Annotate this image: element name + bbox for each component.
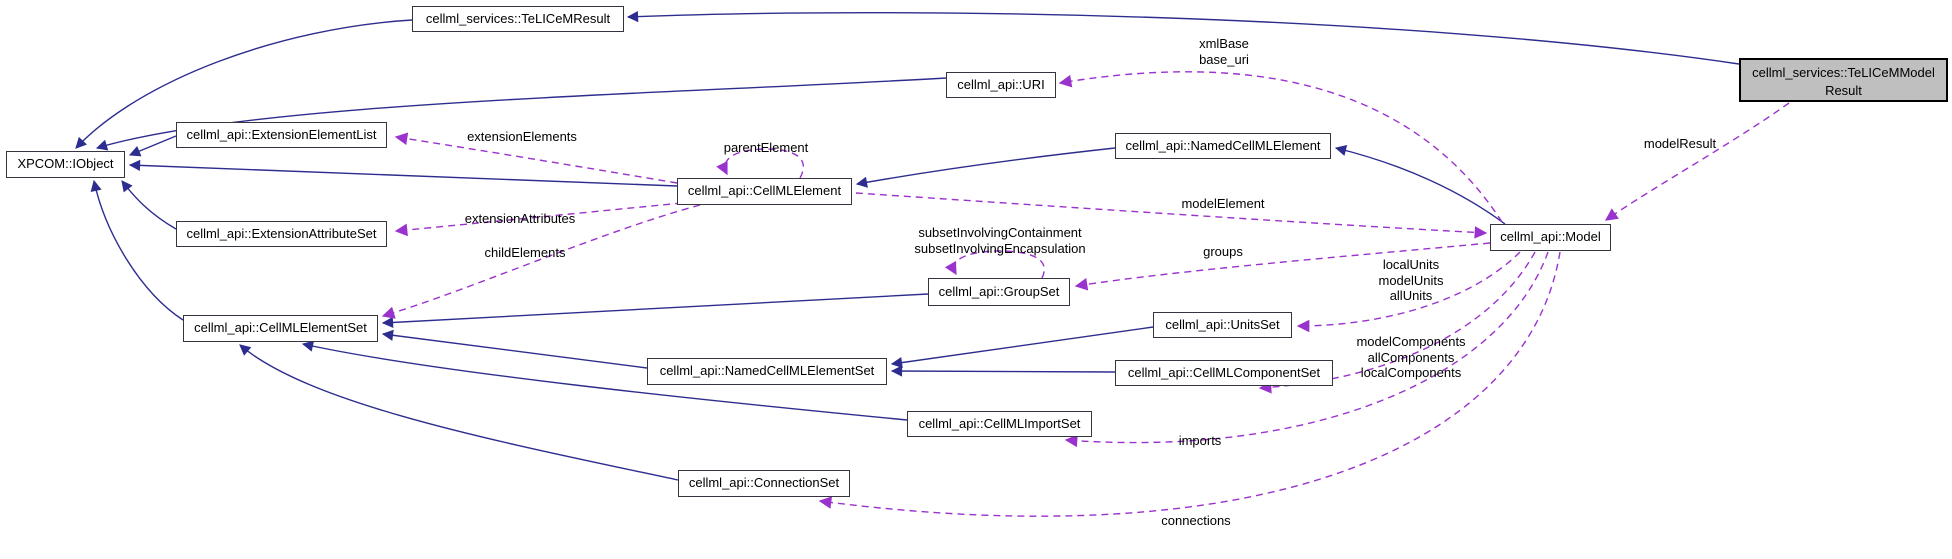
class-node-model[interactable]: cellml_api::Model <box>1490 224 1611 251</box>
edge-modelelement <box>855 192 1488 239</box>
edge-groupset-to-cellmlelementset <box>381 293 929 329</box>
edge-telicemresult-to-iobject <box>75 19 413 149</box>
edge-label-subset-encapsulation: subsetInvolvingEncapsulation <box>914 240 1086 256</box>
edge-label-baseuri: base_uri <box>1199 51 1249 67</box>
edge-label-xmlbase-baseuri: xmlBase base_uri <box>1199 36 1249 67</box>
edge-label-subset-involving: subsetInvolvingContainment subsetInvolvi… <box>914 225 1085 256</box>
edge-extensionattributeset-to-iobject <box>121 180 177 230</box>
class-node-cellml-element[interactable]: cellml_api::CellMLElement <box>677 178 852 205</box>
edge-label-child-elements: childElements <box>484 245 566 260</box>
edge-label-groups: groups <box>1203 244 1243 259</box>
class-node-telicem-result[interactable]: cellml_services::TeLICeMResult <box>412 6 624 32</box>
edge-childelements <box>381 204 701 319</box>
edge-imports <box>1064 251 1549 448</box>
edge-cellmlelement-to-iobject <box>128 159 678 187</box>
class-node-cellml-component-set[interactable]: cellml_api::CellMLComponentSet <box>1115 360 1333 386</box>
class-node-connection-set[interactable]: cellml_api::ConnectionSet <box>678 470 850 497</box>
class-node-telicem-model-result: cellml_services::TeLICeMModel Result <box>1739 58 1948 102</box>
edge-label-model-components: modelComponents <box>1356 334 1466 349</box>
edge-xmlbase-baseuri <box>1058 71 1503 223</box>
class-node-telicem-model-result-line1: cellml_services::TeLICeMModel <box>1752 65 1935 80</box>
edge-namedcellmlelement-to-cellmlelement <box>855 147 1116 188</box>
edge-parentelement-selfloop <box>716 148 805 179</box>
edge-label-imports: imports <box>1178 433 1222 448</box>
edge-namedcellmlelementset-to-cellmlelementset <box>381 329 648 369</box>
edge-modelresult <box>1604 102 1790 221</box>
edge-cellmlelementset-to-iobject <box>90 179 184 321</box>
edge-groups <box>1074 242 1491 291</box>
class-node-extension-attribute-set[interactable]: cellml_api::ExtensionAttributeSet <box>176 221 387 247</box>
edge-extensionattributes <box>394 202 683 237</box>
class-node-iobject[interactable]: XPCOM::IObject <box>6 151 125 178</box>
edge-connections <box>818 251 1561 517</box>
class-node-telicem-model-result-line2: Result <box>1825 83 1862 98</box>
class-node-cellml-import-set[interactable]: cellml_api::CellMLImportSet <box>907 411 1092 437</box>
edge-label-model-units: modelUnits <box>1378 272 1444 288</box>
edge-subsetinvolving-selfloop <box>944 250 1045 279</box>
edge-label-components: modelComponents allComponents localCompo… <box>1356 334 1465 381</box>
edge-label-all-components: allComponents <box>1367 349 1455 365</box>
edge-label-connections: connections <box>1161 513 1231 528</box>
edge-cellmlcomponentset-to-namedcellmlelementset <box>890 365 1116 377</box>
edge-unitsset-to-namedcellmlelementset <box>890 326 1154 369</box>
edge-cellmlimportset-to-cellmlelementset <box>301 340 908 421</box>
edge-localunits <box>1296 251 1521 333</box>
edge-extensionelementlist-to-iobject <box>128 135 177 157</box>
class-node-units-set[interactable]: cellml_api::UnitsSet <box>1153 312 1292 338</box>
edge-label-extension-elements: extensionElements <box>467 129 577 144</box>
edge-label-model-result: modelResult <box>1643 136 1717 151</box>
edge-label-parent-element: parentElement <box>723 140 809 155</box>
edge-label-xmlbase: xmlBase <box>1199 36 1249 51</box>
class-node-uri[interactable]: cellml_api::URI <box>946 72 1056 98</box>
class-node-group-set[interactable]: cellml_api::GroupSet <box>928 278 1070 306</box>
edge-label-all-units: allUnits <box>1389 288 1433 303</box>
edge-label-model-element: modelElement <box>1181 196 1265 211</box>
edge-telicemmodelresult-to-telicemresult <box>626 10 1740 65</box>
class-node-named-cellml-element-set[interactable]: cellml_api::NamedCellMLElementSet <box>647 358 887 385</box>
edge-label-units: localUnits modelUnits allUnits <box>1378 257 1443 304</box>
edge-label-subset-containment: subsetInvolvingContainment <box>918 225 1082 240</box>
edge-label-local-components: localComponents <box>1360 365 1462 380</box>
edge-label-extension-attributes: extensionAttributes <box>464 211 576 226</box>
class-node-cellml-element-set[interactable]: cellml_api::CellMLElementSet <box>183 315 378 342</box>
edge-model-to-namedcellmlelement <box>1334 144 1506 225</box>
class-node-extension-element-list[interactable]: cellml_api::ExtensionElementList <box>176 122 387 148</box>
edge-label-local-units: localUnits <box>1382 257 1440 272</box>
class-node-named-cellml-element[interactable]: cellml_api::NamedCellMLElement <box>1115 133 1331 159</box>
edge-connectionset-to-cellmlelementset <box>239 344 679 481</box>
